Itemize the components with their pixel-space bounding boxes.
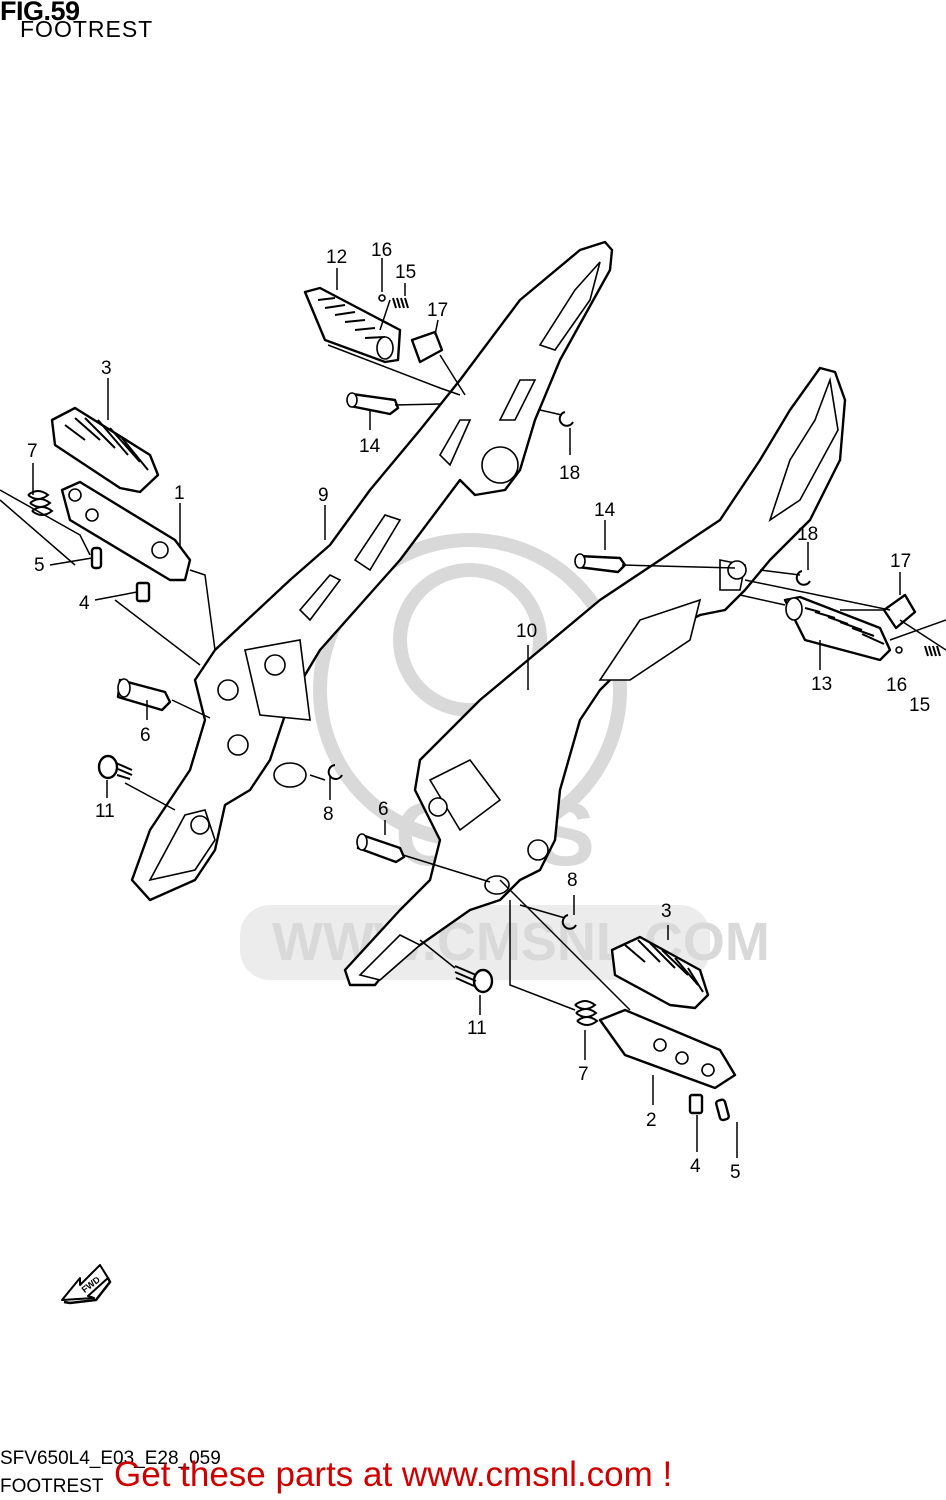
callout-8-left: 8 [323, 804, 334, 825]
footer-caption: FOOTREST [0, 1476, 104, 1497]
callout-18-upper: 18 [559, 463, 580, 484]
spring-15-upper [392, 297, 409, 309]
callout-18-right: 18 [797, 524, 818, 545]
promo-link[interactable]: Get these parts at www.cmsnl.com ! [114, 1455, 673, 1494]
bolt-11-right [454, 965, 494, 994]
callout-17-upper: 17 [427, 300, 448, 321]
callout-17-right: 17 [890, 551, 911, 572]
spring-7-lower [574, 1000, 599, 1026]
pin-5-lower [715, 1098, 730, 1122]
callout-4-upper: 4 [79, 593, 90, 614]
figure-title: FIG.59 [0, 0, 80, 26]
plate-17-right [882, 593, 917, 630]
callout-12: 12 [326, 247, 347, 268]
e-ring-18-upper [558, 411, 574, 427]
callout-8-right: 8 [567, 870, 578, 891]
callout-14-right: 14 [594, 500, 616, 521]
ball-16-right [895, 646, 903, 654]
callout-6-left: 6 [140, 725, 151, 746]
footrest-rubber-3-upper [50, 406, 160, 494]
pin-6-right [356, 833, 406, 864]
callout-7-lower: 7 [578, 1064, 589, 1085]
e-ring-18-right [795, 570, 811, 586]
callout-7-upper: 7 [27, 441, 38, 462]
callout-15-right: 15 [909, 695, 930, 716]
spring-7-upper [27, 490, 54, 516]
pin-14-upper [346, 392, 400, 416]
spring-15-right [924, 645, 941, 657]
watermark-text: WWW.CMSNL.COM [272, 912, 770, 972]
footrest-2 [598, 1008, 737, 1090]
leader-lines [0, 258, 946, 1158]
diagram-code: SFV650L4_E03_E28_059 [0, 1448, 221, 1469]
callout-14-upper: 14 [359, 436, 381, 457]
ball-16-upper [378, 294, 386, 302]
footrest-1 [60, 480, 192, 582]
pin-6-left [116, 678, 172, 712]
callout-16-right: 16 [886, 675, 907, 696]
callout-2: 2 [646, 1110, 657, 1131]
e-ring-8-right [561, 914, 577, 930]
callout-4-lower: 4 [690, 1156, 701, 1177]
callout-6-right: 6 [378, 799, 389, 820]
callout-15-upper: 15 [395, 262, 416, 283]
plate-17-upper [410, 330, 444, 364]
callout-16-upper: 16 [371, 240, 392, 261]
bolt-11-left [97, 754, 133, 780]
callout-1: 1 [174, 483, 185, 504]
footrest-bracket-9 [130, 240, 614, 902]
footpeg-13 [783, 595, 892, 662]
callout-5-lower: 5 [730, 1162, 741, 1183]
callouts: 12 16 15 17 3 7 1 9 14 18 5 4 6 11 8 14 … [27, 240, 930, 1183]
callout-10: 10 [516, 621, 537, 642]
callout-13: 13 [811, 674, 832, 695]
footpeg-12 [303, 286, 402, 364]
callout-3-upper: 3 [101, 358, 112, 379]
figure-subtitle: FOOTREST [20, 16, 154, 42]
fwd-arrow-icon: FWD [61, 1264, 112, 1305]
footrest-bracket-10 [343, 366, 847, 987]
pin-14-right [574, 553, 627, 574]
footrest-rubber-3-lower [610, 935, 710, 1010]
callout-3-lower: 3 [661, 901, 672, 922]
bolt-4-upper [135, 581, 151, 603]
callout-9: 9 [318, 485, 329, 506]
callout-11-right: 11 [467, 1018, 487, 1039]
callout-11-left: 11 [95, 801, 115, 822]
pin-5-upper [90, 546, 103, 570]
callout-5-upper: 5 [34, 555, 45, 576]
bolt-4-lower [688, 1093, 704, 1115]
